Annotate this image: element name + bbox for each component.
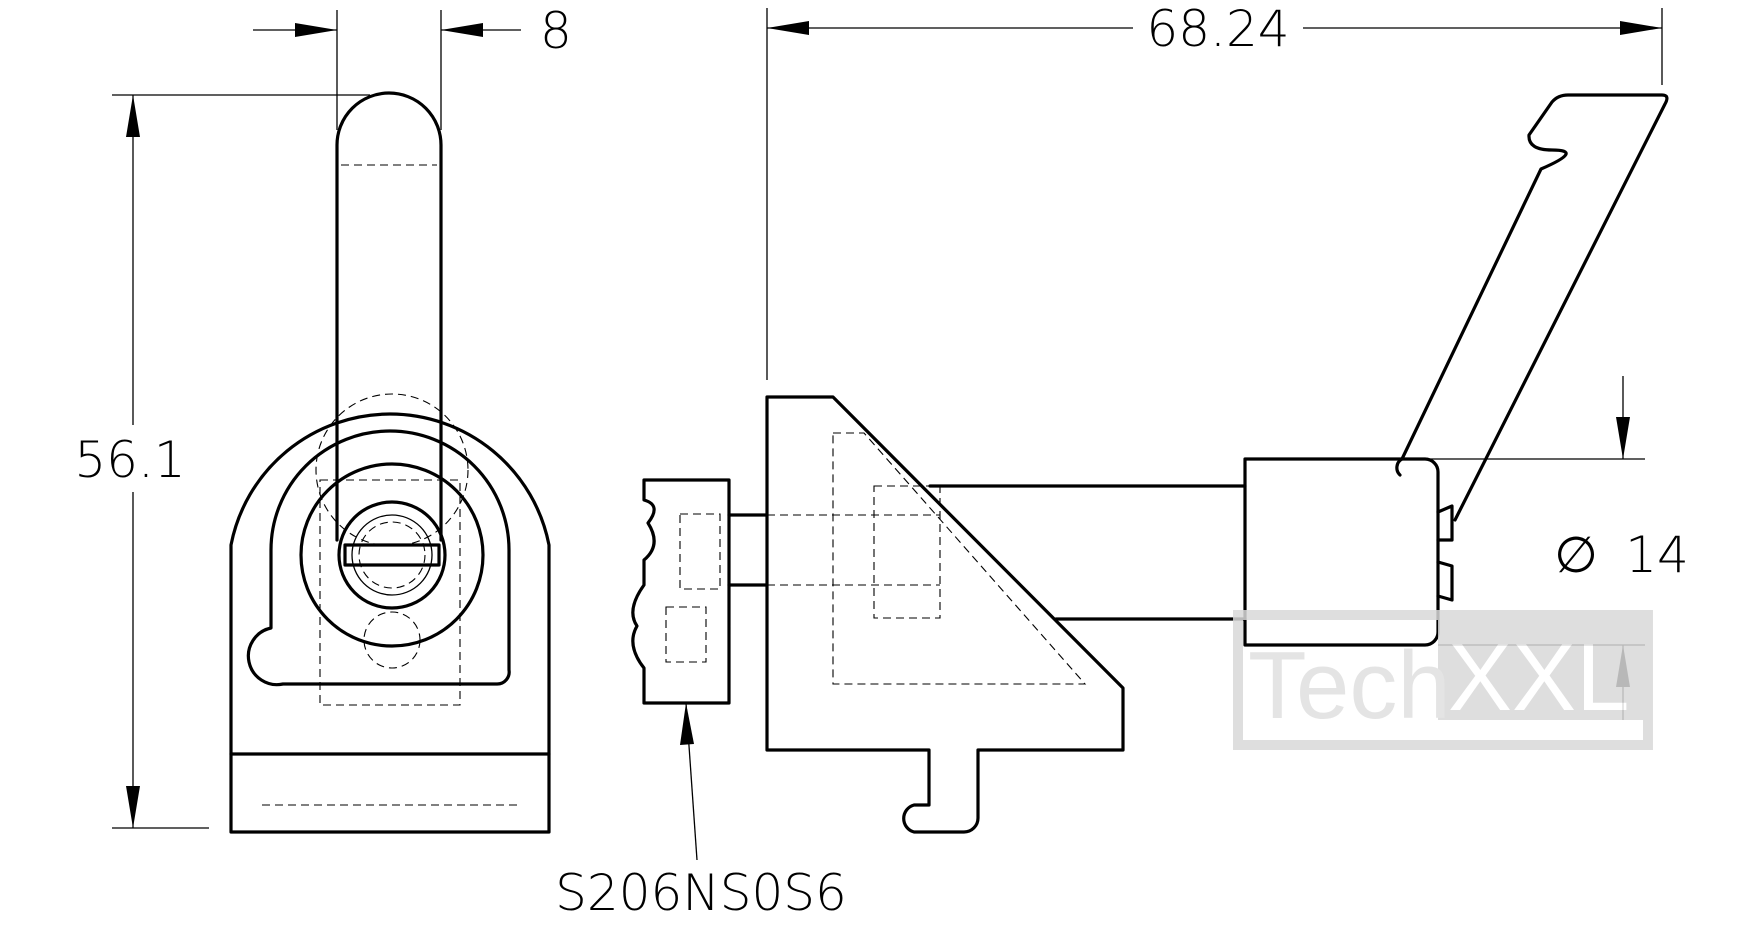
- dimension-diameter-label: 14: [1625, 526, 1689, 584]
- front-hidden-rect: [319, 479, 461, 706]
- width-arrow-right: [441, 23, 483, 37]
- front-view: [229, 91, 551, 834]
- side-clip-top: [1436, 504, 1454, 542]
- front-screw-hidden: [358, 521, 426, 589]
- dimension-height: 56.1: [74, 94, 370, 829]
- side-nut: [631, 478, 731, 705]
- side-nut-hidden-bottom: [665, 606, 707, 663]
- side-lever: [1395, 93, 1669, 522]
- side-body: [765, 395, 1125, 834]
- front-body-inner: [246, 429, 511, 687]
- watermark-text-box: XXL: [1448, 624, 1629, 731]
- front-screw-outer: [337, 500, 447, 610]
- part-number-label: S206NS0S6: [555, 864, 847, 922]
- front-screw-slot: [343, 543, 441, 567]
- side-stud: [727, 513, 769, 587]
- front-base: [229, 752, 551, 834]
- side-clip-bottom: [1436, 560, 1454, 602]
- side-nut-hidden-top: [679, 513, 721, 590]
- side-view: [631, 93, 1669, 834]
- front-hidden-circle-top: [315, 393, 469, 547]
- height-arrow-top: [126, 95, 140, 137]
- side-body-hidden: [832, 432, 1087, 685]
- side-shaft: [928, 484, 1247, 621]
- diameter-arrow-top: [1616, 417, 1630, 459]
- dimension-height-label: 56.1: [74, 431, 185, 489]
- side-bore-hidden: [873, 485, 941, 619]
- front-screw-inner: [351, 514, 433, 596]
- watermark-box: [1438, 610, 1648, 720]
- callout-arrow: [680, 703, 694, 745]
- length-arrow-left: [767, 21, 809, 35]
- front-hidden-circle-bottom: [363, 611, 421, 669]
- watermark: Tech XXL: [1233, 610, 1653, 750]
- side-stud-hidden: [767, 514, 940, 586]
- watermark-text-light: Tech: [1248, 632, 1451, 739]
- dimension-length: 68.24: [766, 0, 1663, 380]
- dimension-width: 8: [253, 2, 572, 130]
- dimension-width-label: 8: [540, 2, 572, 60]
- diameter-symbol: ∅: [1554, 526, 1598, 584]
- length-arrow-right: [1620, 21, 1662, 35]
- width-arrow-left: [295, 23, 337, 37]
- front-ring: [299, 462, 485, 648]
- dimension-length-label: 68.24: [1146, 0, 1289, 58]
- height-arrow-bottom: [126, 786, 140, 828]
- front-handle: [335, 91, 443, 542]
- part-callout: S206NS0S6: [555, 702, 847, 922]
- front-body-outer: [229, 412, 551, 756]
